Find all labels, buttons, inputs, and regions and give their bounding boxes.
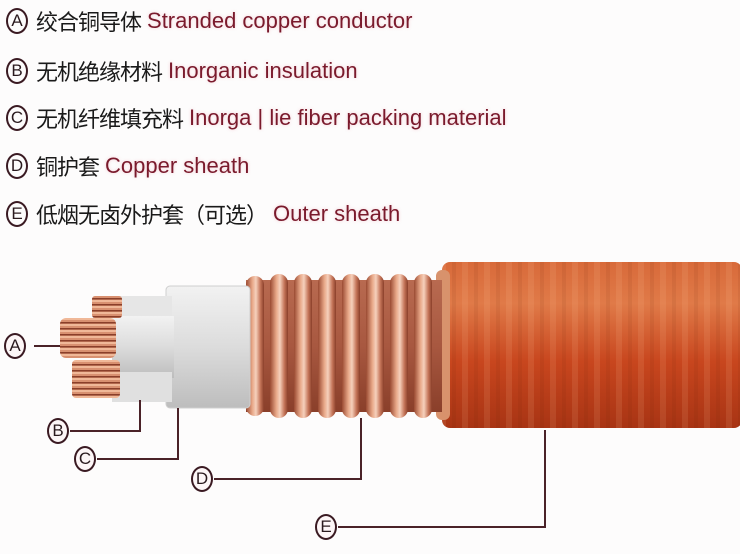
marker-c: C (6, 105, 28, 131)
legend-item-e: E 低烟无卤外护套（可选） Outer sheath (6, 199, 400, 229)
marker-e: E (6, 201, 28, 227)
legend-cn: 低烟无卤外护套（可选） (36, 204, 268, 229)
callout-b: B (47, 418, 69, 444)
legend-cn: 绞合铜导体 (36, 11, 142, 36)
marker-b: B (6, 58, 28, 84)
legend-en: Inorganic insulation (168, 58, 358, 83)
legend-en: Stranded copper conductor (147, 8, 413, 33)
legend-item-b: B 无机绝缘材料 Inorganic insulation (6, 56, 358, 86)
leader-lines (34, 345, 546, 528)
callout-a: A (4, 333, 26, 359)
legend-en: Inorga | lie fiber packing material (189, 105, 507, 130)
insulation-cores (112, 296, 174, 402)
legend-cn: 无机纤维填充料 (36, 108, 184, 133)
legend-en: Copper sheath (105, 153, 250, 178)
legend-cn: 铜护套 (36, 156, 100, 181)
legend-item-d: D 铜护套 Copper sheath (6, 151, 249, 181)
callout-e: E (315, 514, 337, 540)
marker-d: D (6, 153, 28, 179)
copper-sheath (246, 274, 442, 418)
callout-c: C (74, 446, 96, 472)
legend-cn: 无机绝缘材料 (36, 61, 163, 86)
legend-item-a: A 绞合铜导体 Stranded copper conductor (6, 6, 412, 36)
legend-item-c: C 无机纤维填充料 Inorga | lie fiber packing mat… (6, 103, 507, 133)
legend-en: Outer sheath (273, 201, 401, 226)
callout-d: D (191, 466, 213, 492)
marker-a: A (6, 8, 28, 34)
copper-conductors (60, 296, 122, 398)
